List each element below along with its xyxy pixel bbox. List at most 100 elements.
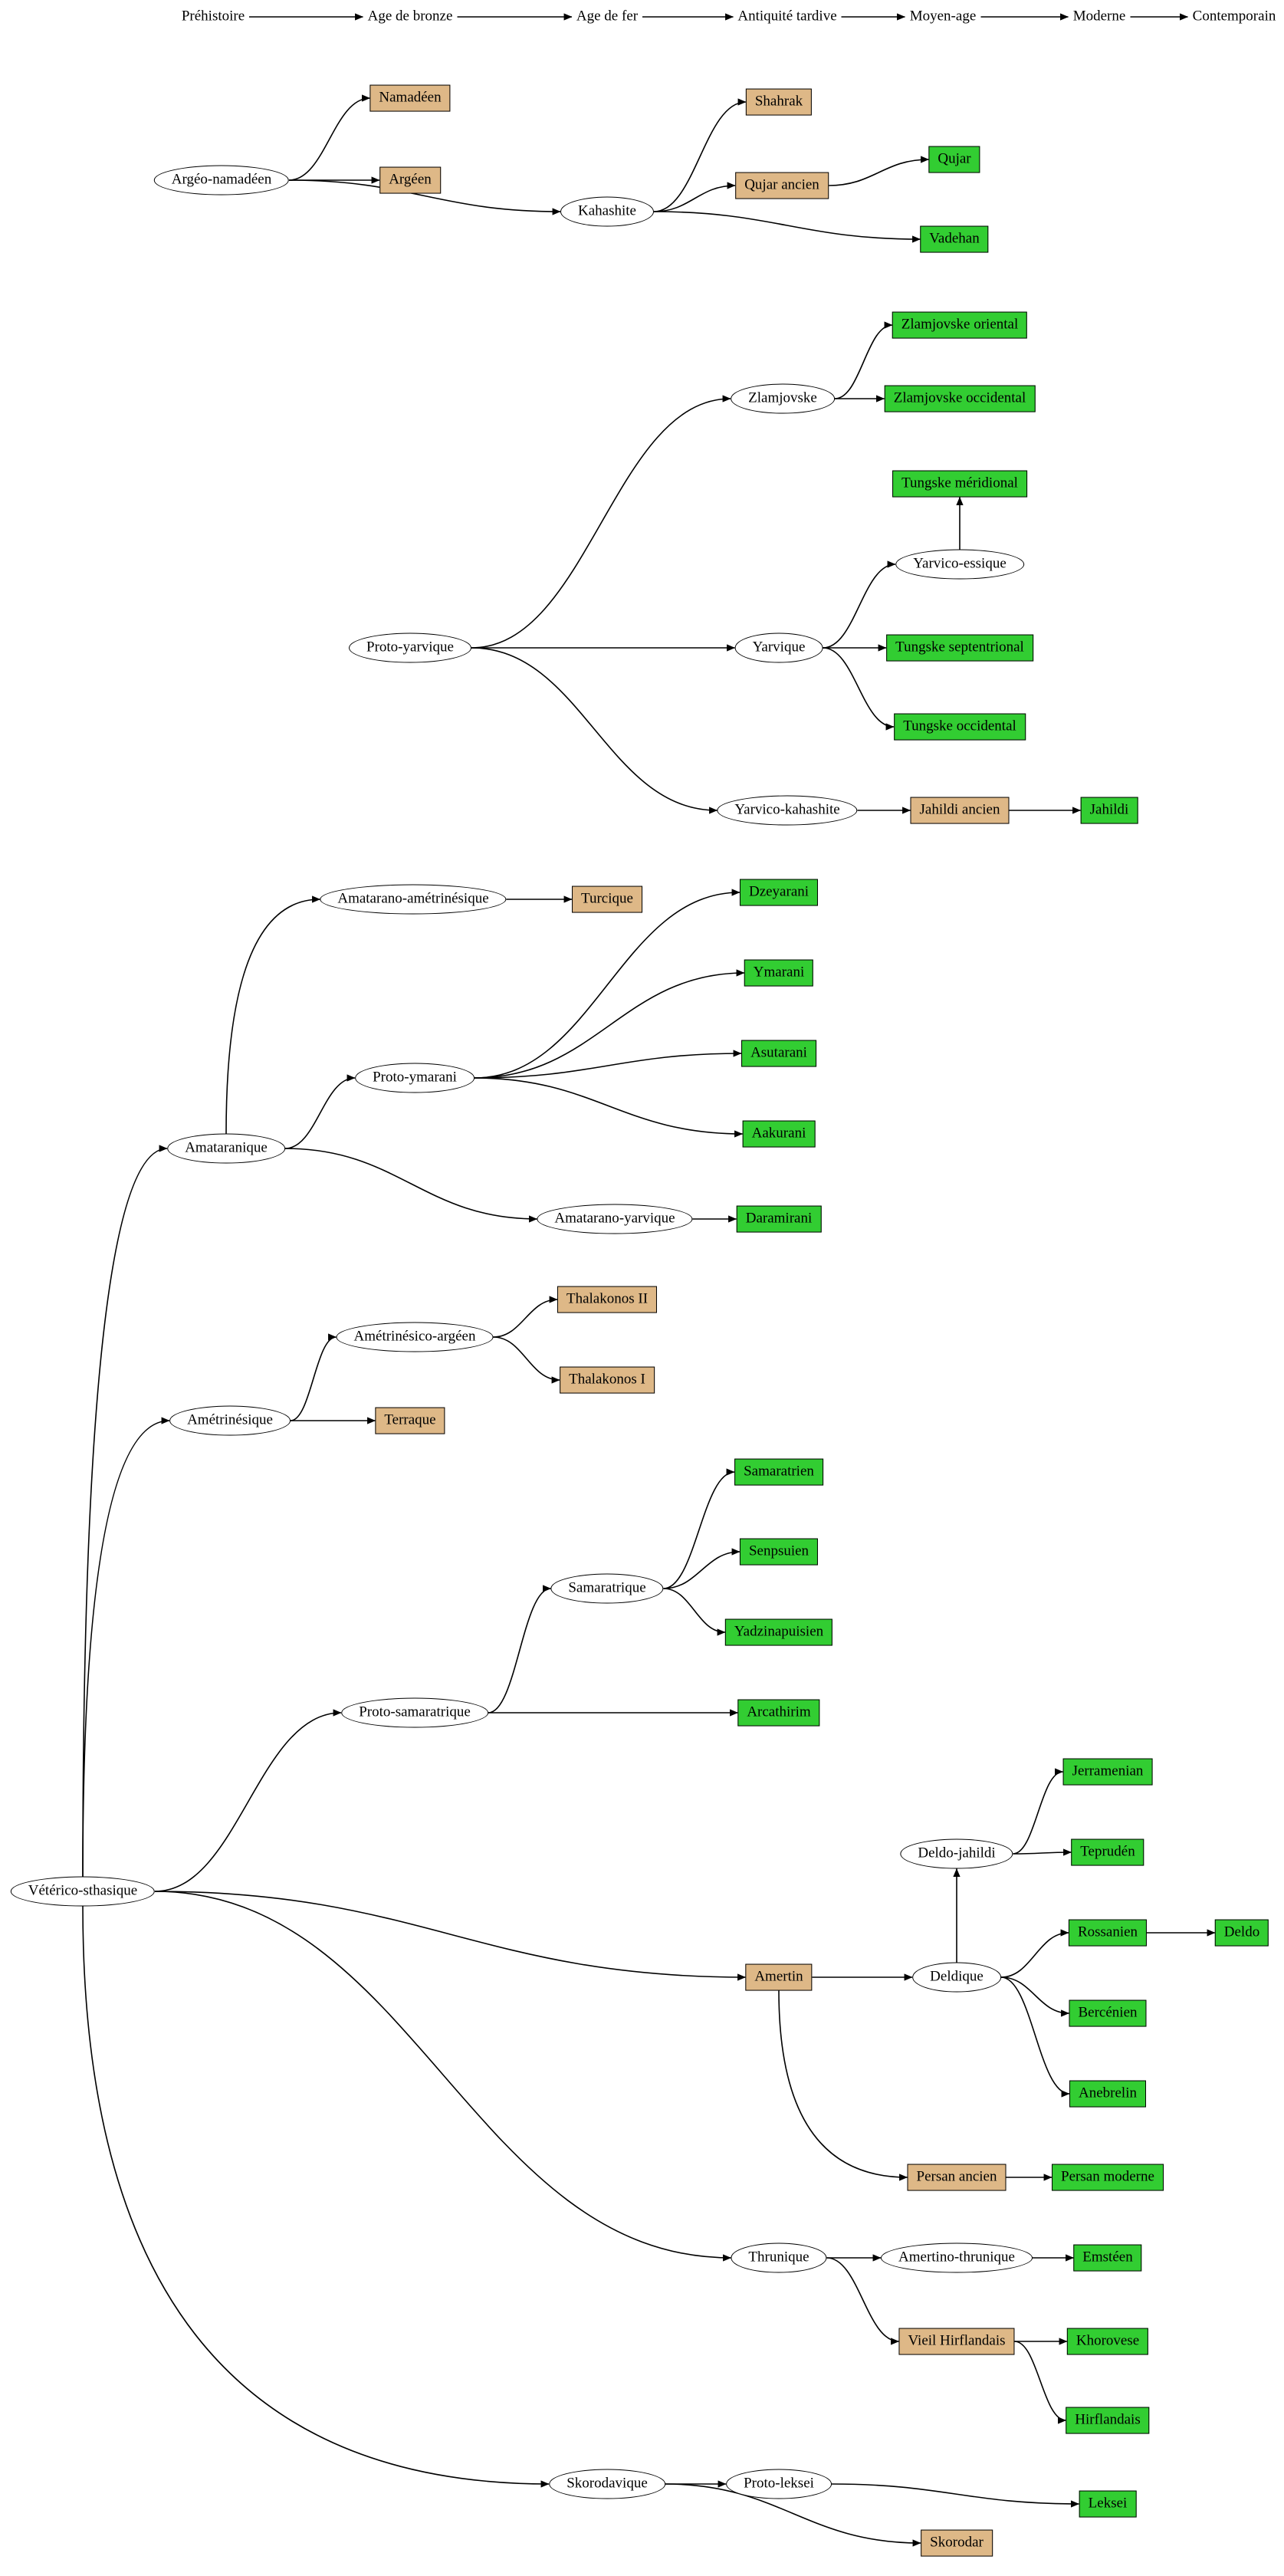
- node-amertin: Amertin: [745, 1963, 813, 1991]
- node-terraque: Terraque: [375, 1407, 445, 1434]
- edge-amataranique-amatarano_ametrinesique: [225, 895, 321, 1134]
- node-amatarano_ametrinesique: Amatarano-amétrinésique: [320, 884, 507, 915]
- node-samaratrique: Samaratrique: [550, 1573, 664, 1604]
- node-kahashite: Kahashite: [560, 196, 654, 227]
- node-qujar_ancien: Qujar ancien: [735, 172, 829, 199]
- node-thalakonos_2: Thalakonos II: [557, 1286, 658, 1313]
- node-ametrinesico_argeen: Amétrinésico-argéen: [336, 1322, 494, 1352]
- edge-deldo_jahildi-tepruden: [1013, 1848, 1072, 1856]
- edge-vieil_hirflandais-hirflandais: [1014, 2341, 1067, 2424]
- node-tungske_occidental: Tungske occidental: [894, 713, 1026, 741]
- node-proto_yarvique: Proto-yarvique: [349, 632, 471, 663]
- node-khorovese: Khorovese: [1066, 2328, 1149, 2355]
- node-skorodar: Skorodar: [921, 2529, 993, 2557]
- node-amataranique: Amataranique: [167, 1133, 285, 1164]
- node-arcathirim: Arcathirim: [737, 1699, 820, 1727]
- edge-veterico_sthasique-proto_samaratrique: [154, 1709, 342, 1892]
- edge-thrunique-vieil_hirflandais: [826, 2257, 900, 2345]
- node-aakurani: Aakurani: [742, 1120, 816, 1148]
- edge-proto_yarvique-zlamjovske: [471, 395, 731, 649]
- edge-qujar_ancien-qujar: [828, 156, 930, 186]
- node-tungske_septentrional: Tungske septentrional: [886, 634, 1033, 662]
- node-yarvico_kahashite: Yarvico-kahashite: [717, 795, 858, 826]
- node-ymarani: Ymarani: [744, 959, 814, 987]
- node-qujar: Qujar: [928, 146, 980, 173]
- node-persan_moderne: Persan moderne: [1052, 2164, 1164, 2191]
- edge-deldique-anebrelin: [1000, 1976, 1070, 2098]
- edge-veterico_sthasique-skorodavique: [82, 1906, 550, 2488]
- node-era_bronze: Age de bronze: [367, 8, 453, 25]
- edge-argeo_namadeen-kahashite: [288, 179, 561, 215]
- node-yadzinapuisien: Yadzinapuisien: [724, 1618, 833, 1646]
- edge-proto_leksei-leksei: [831, 2483, 1080, 2508]
- node-daramirani: Daramirani: [736, 1205, 822, 1233]
- node-zlamjovske: Zlamjovske: [731, 383, 835, 414]
- node-yarvico_essique: Yarvico-essique: [895, 549, 1024, 580]
- edge-proto_ymarani-ymarani: [474, 969, 745, 1079]
- node-shahrak: Shahrak: [745, 88, 813, 116]
- edge-samaratrique-senpsuien: [663, 1548, 741, 1589]
- edge-amataranique-proto_ymarani: [284, 1074, 356, 1149]
- node-samaratrien: Samaratrien: [734, 1458, 823, 1486]
- edge-proto_samaratrique-samaratrique: [488, 1585, 552, 1714]
- node-leksei: Leksei: [1079, 2490, 1137, 2518]
- node-vieil_hirflandais: Vieil Hirflandais: [898, 2328, 1015, 2355]
- edge-veterico_sthasique-thrunique: [154, 1891, 732, 2262]
- node-turcique: Turcique: [572, 886, 642, 913]
- node-bercenien: Bercénien: [1069, 1999, 1147, 2027]
- node-argeen: Argéen: [379, 166, 441, 194]
- node-namadeen: Namadéen: [369, 84, 451, 112]
- edge-argeo_namadeen-namadeen: [288, 94, 371, 181]
- edge-ametrinesico_argeen-thalakonos_1: [493, 1336, 560, 1384]
- node-tepruden: Teprudén: [1071, 1838, 1144, 1866]
- node-deldique: Deldique: [912, 1962, 1001, 1993]
- edge-deldique-rossanien: [1000, 1929, 1069, 1978]
- node-dzeyarani: Dzeyarani: [739, 879, 819, 906]
- node-thalakonos_1: Thalakonos I: [560, 1366, 655, 1394]
- edge-samaratrique-yadzinapuisien: [663, 1588, 726, 1636]
- edge-skorodavique-skorodar: [665, 2483, 921, 2547]
- node-senpsuien: Senpsuien: [739, 1538, 819, 1566]
- node-jahildi_ancien: Jahildi ancien: [910, 797, 1010, 824]
- edge-amataranique-amatarano_yarvique: [284, 1148, 538, 1223]
- node-persan_ancien: Persan ancien: [907, 2164, 1007, 2191]
- node-tungske_meridional: Tungske méridional: [892, 470, 1027, 498]
- node-anebrelin: Anebrelin: [1069, 2080, 1146, 2108]
- node-era_contemporain: Contemporain: [1192, 8, 1276, 25]
- node-yarvique: Yarvique: [734, 632, 823, 663]
- node-amatarano_yarvique: Amatarano-yarvique: [537, 1204, 693, 1234]
- edge-kahashite-vadehan: [653, 211, 921, 243]
- edge-zlamjovske-zlamjovske_oriental: [834, 321, 893, 399]
- node-vadehan: Vadehan: [920, 225, 989, 253]
- node-thrunique: Thrunique: [731, 2242, 827, 2273]
- node-deldo_jahildi: Deldo-jahildi: [900, 1838, 1013, 1869]
- edge-ametrinesico_argeen-thalakonos_2: [493, 1296, 558, 1338]
- node-emsteen: Emstéen: [1073, 2244, 1142, 2272]
- edge-yarvique-yarvico_essique: [823, 560, 896, 649]
- edge-deldique-bercenien: [1000, 1976, 1070, 2017]
- node-jerramenian: Jerramenian: [1062, 1758, 1153, 1786]
- node-proto_leksei: Proto-leksei: [726, 2469, 832, 2499]
- edge-samaratrique-samaratrien: [663, 1468, 735, 1589]
- node-jahildi: Jahildi: [1080, 797, 1138, 824]
- edge-veterico_sthasique-ametrinesique: [82, 1417, 170, 1877]
- edge-yarvique-tungske_occidental: [823, 647, 895, 731]
- node-era_fer: Age de fer: [576, 8, 639, 25]
- edge-veterico_sthasique-amataranique: [82, 1145, 168, 1877]
- edge-proto_ymarani-asutarani: [474, 1050, 742, 1079]
- node-era_antiquite: Antiquité tardive: [737, 8, 837, 25]
- edge-kahashite-shahrak: [653, 98, 747, 212]
- edge-ametrinesique-ametrinesico_argeen: [290, 1333, 337, 1421]
- edge-amertin-persan_ancien: [778, 1990, 908, 2181]
- edge-kahashite-qujar_ancien: [653, 182, 736, 212]
- node-ametrinesique: Amétrinésique: [169, 1405, 291, 1436]
- node-veterico_sthasique: Vétérico-sthasique: [10, 1876, 156, 1907]
- node-era_prehistoire: Préhistoire: [181, 8, 245, 25]
- node-zlamjovske_oriental: Zlamjovske oriental: [892, 311, 1028, 339]
- edge-proto_yarvique-yarvico_kahashite: [471, 647, 718, 814]
- node-asutarani: Asutarani: [741, 1040, 816, 1067]
- node-argeo_namadeen: Argéo-namadéen: [153, 165, 290, 196]
- node-era_moderne: Moderne: [1072, 8, 1126, 25]
